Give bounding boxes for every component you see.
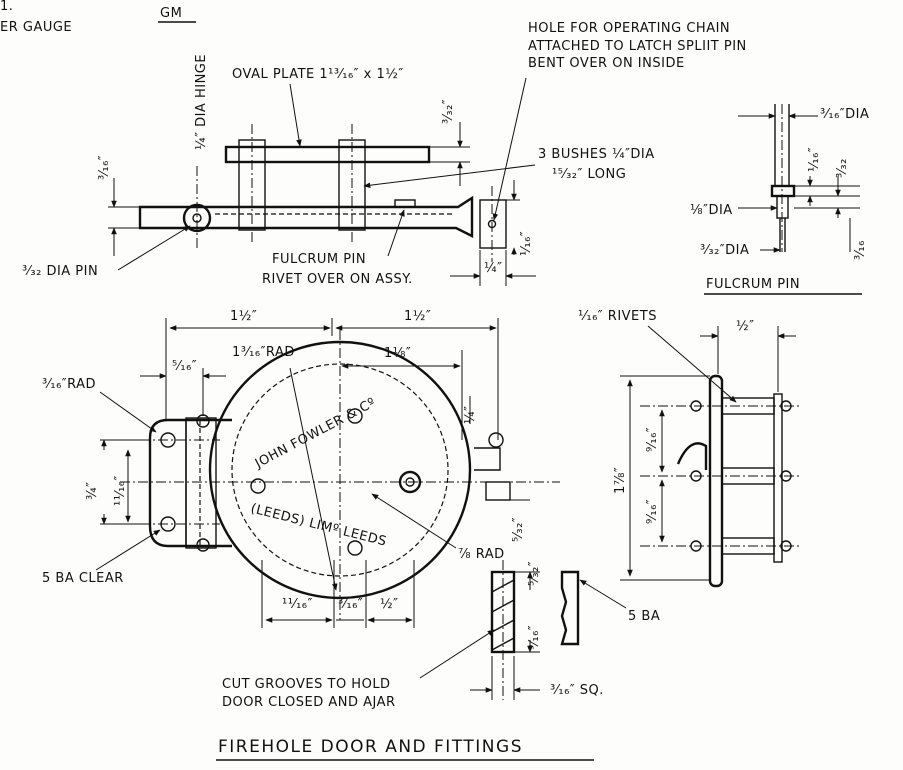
dim-front-11-16: ¹¹⁄₁₆″ xyxy=(113,475,128,506)
latch-dim-5-32: ⁵⁄₃₂″ xyxy=(527,561,542,586)
side-dim-9-16-b: ⁹⁄₁₆″ xyxy=(645,499,660,524)
dim-front-1-1-8: 1⅛″ xyxy=(384,346,411,361)
grooves-line-2: DOOR CLOSED AND AJAR xyxy=(222,695,396,710)
bush-left xyxy=(238,139,266,231)
latch-5ba: 5 BA xyxy=(628,609,660,624)
latch-square: ³⁄₁₆″ SQ. xyxy=(550,683,604,698)
fulcrum-pin-title: FULCRUM PIN xyxy=(706,277,800,292)
side-view: ¹⁄₁₆″ RIVETS ½″ 1⅞″ ⁹⁄₁₆″ ⁹⁄₁₆″ xyxy=(578,309,800,588)
maker-line-1: JOHN FOWLER & Cº xyxy=(252,395,379,472)
fulcrum-dia-3-16: ³⁄₁₆″DIA xyxy=(820,107,869,122)
hole-note-line-1: HOLE FOR OPERATING CHAIN xyxy=(528,21,730,36)
side-door-plate xyxy=(708,374,724,588)
dim-front-1-2-b: ½″ xyxy=(380,597,398,612)
header-fragment-gauge: ER GAUGE xyxy=(0,20,72,35)
fulcrum-pin-head xyxy=(770,184,796,198)
grooves-line-1: CUT GROOVES TO HOLD xyxy=(222,677,391,692)
latch-handle xyxy=(474,447,501,471)
label-5ba-clear: 5 BA CLEAR xyxy=(42,571,124,586)
dim-front-5-16: ⁵⁄₁₆″ xyxy=(172,359,197,374)
label-bushes: 3 BUSHES ¼″DIA xyxy=(538,147,655,162)
fulcrum-dia-1-8: ⅛″DIA xyxy=(690,203,733,218)
door-body-plan xyxy=(138,195,474,238)
dim-3-32-plan: ³⁄₃₂″ xyxy=(441,99,456,124)
dim-front-11-16-b: ¹¹⁄₁₆″ xyxy=(282,597,313,612)
side-dim-1-2: ½″ xyxy=(736,319,754,334)
dim-front-3-4: ¾″ xyxy=(85,482,100,500)
fulcrum-dim-3-16: ³⁄₁₆ xyxy=(853,240,868,260)
side-dim-9-16-a: ⁹⁄₁₆″ xyxy=(645,427,660,452)
fulcrum-dia-3-32: ³⁄₃₂″DIA xyxy=(700,243,749,258)
latch-detail: ⁵⁄₃₂″ ⁹⁄₁₆″ 5 BA ³⁄₁₆″ SQ. CUT GROOVES T… xyxy=(222,560,660,710)
hinge-plate xyxy=(148,418,232,548)
label-hinge: ¼″ DIA HINGE xyxy=(194,54,209,150)
label-pin: ³⁄₃₂ DIA PIN xyxy=(22,264,98,279)
fulcrum-boss xyxy=(398,470,422,494)
label-fulcrum-pin: FULCRUM PIN xyxy=(272,252,366,267)
latch-lug xyxy=(479,199,507,249)
dim-1-4-plan: ¼″ xyxy=(484,261,502,276)
label-rivet-over: RIVET OVER ON ASSY. xyxy=(262,272,413,287)
dim-3-16-plan: ³⁄₁₆″ xyxy=(97,155,112,180)
hole-note-line-3: BENT OVER ON INSIDE xyxy=(528,56,685,71)
fulcrum-pin-detail: ³⁄₁₆″DIA ¹⁄₁₆″ ³⁄₃₂ ⅛″DIA ³⁄₃₂″DIA ³⁄₁₆ … xyxy=(690,104,869,295)
dim-front-1-1-2-right: 1½″ xyxy=(404,309,431,324)
label-oval-plate: OVAL PLATE 1¹³⁄₁₆″ x 1½″ xyxy=(232,67,404,82)
latch-plate xyxy=(560,570,580,646)
header-fragment-number: 1. xyxy=(0,0,13,14)
label-bushes-length: ¹⁵⁄₃₂″ LONG xyxy=(552,167,626,182)
drawing-title: FIREHOLE DOOR AND FITTINGS xyxy=(218,737,523,757)
door-oval xyxy=(208,340,472,600)
latch-dim-9-16: ⁹⁄₁₆″ xyxy=(527,625,542,650)
dim-1-16-plan: ¹⁄₁₆″ xyxy=(519,231,534,256)
fulcrum-dim-3-32: ³⁄₃₂ xyxy=(835,158,850,178)
label-rad-3-16: ³⁄₁₆″RAD xyxy=(42,377,96,392)
hole-note-line-2: ATTACHED TO LATCH SPLIIT PIN xyxy=(528,39,747,54)
header-code: GM xyxy=(160,6,182,21)
front-view: JOHN FOWLER & Cº (LEEDS) LIMº LEEDS 1½″ … xyxy=(42,309,560,628)
label-rivets: ¹⁄₁₆″ RIVETS xyxy=(578,309,657,324)
side-dim-1-7-8: 1⅞″ xyxy=(613,467,628,494)
dim-front-3-16-b: ³⁄₁₆″ xyxy=(338,597,363,612)
label-rad-7-8: ⅞ RAD xyxy=(458,547,505,562)
fulcrum-dim-1-16: ¹⁄₁₆″ xyxy=(807,147,822,172)
label-rad-1-13-16: 1³⁄₁₆″RAD xyxy=(232,345,295,360)
side-handle xyxy=(676,442,708,470)
dim-front-5-32: ⁵⁄₃₂″ xyxy=(511,517,526,542)
top-view: ³⁄₁₆″ ¼″ DIA HINGE OVAL PLATE 1¹³⁄₁₆″ x … xyxy=(22,21,747,287)
dim-front-1-1-2-left: 1½″ xyxy=(230,309,257,324)
oval-plate xyxy=(224,145,431,164)
